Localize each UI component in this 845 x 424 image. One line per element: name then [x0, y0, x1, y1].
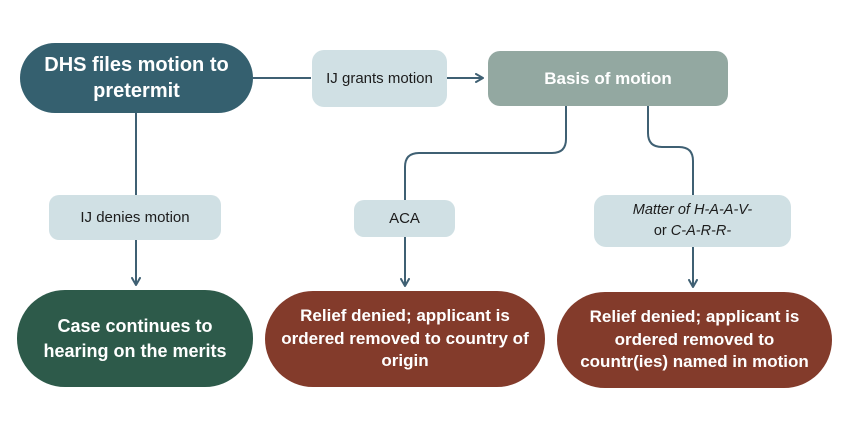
node-matter-of-haav-carr: Matter of H-A-A-V-or C-A-R-R-: [594, 195, 791, 247]
node-basis-of-motion-label: Basis of motion: [544, 68, 672, 88]
node-relief-denied-countries-named: Relief denied; applicant is ordered remo…: [557, 292, 832, 388]
node-matter-label: Matter of H-A-A-V-or C-A-R-R-: [602, 200, 783, 242]
node-aca: ACA: [354, 200, 455, 237]
node-aca-label: ACA: [389, 210, 420, 227]
node-ij-grants-motion: IJ grants motion: [312, 50, 447, 107]
node-ij-denies-motion: IJ denies motion: [49, 195, 221, 240]
node-case-continues-label: Case continues to hearing on the merits: [43, 316, 227, 361]
node-case-continues: Case continues to hearing on the merits: [17, 290, 253, 387]
node-ij-grants-motion-label: IJ grants motion: [326, 70, 433, 87]
node-basis-of-motion: Basis of motion: [488, 51, 728, 106]
node-ij-denies-motion-label: IJ denies motion: [80, 209, 190, 226]
node-dhs-files-motion: DHS files motion to pretermit: [20, 43, 253, 113]
node-relief-named-label: Relief denied; applicant is ordered remo…: [580, 306, 809, 372]
matter-case-2: C-A-R-R-: [670, 223, 732, 239]
node-relief-denied-country-of-origin: Relief denied; applicant is ordered remo…: [265, 291, 545, 387]
matter-case-1: Matter of H-A-A-V-: [632, 201, 753, 218]
connector-basis-to-matter: [647, 106, 694, 195]
node-dhs-files-motion-label: DHS files motion to pretermit: [44, 54, 229, 102]
node-relief-origin-label: Relief denied; applicant is ordered remo…: [281, 305, 529, 371]
connector-basis-to-aca: [404, 106, 567, 200]
matter-or: or: [653, 223, 667, 239]
